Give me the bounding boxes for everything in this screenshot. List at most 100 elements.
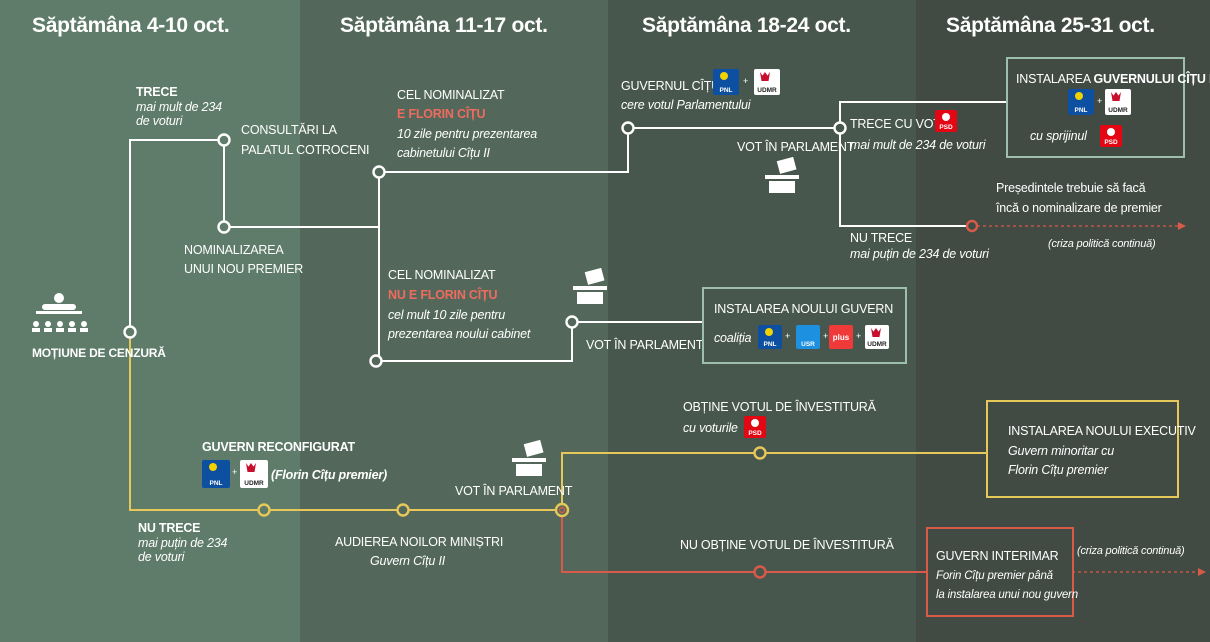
- arrow-head-2: [1198, 568, 1206, 576]
- ballot-box-icon: [765, 157, 799, 193]
- column-week-4: [916, 0, 1210, 642]
- node-obtine: [753, 446, 767, 460]
- nominalizat-citu-1: CEL NOMINALIZAT: [397, 88, 505, 102]
- line-trece-branch: [129, 139, 224, 332]
- plus-sign: +: [823, 331, 829, 341]
- reconfigurat-label: GUVERN RECONFIGURAT: [202, 440, 355, 454]
- instalare-citu-title: INSTALAREA GUVERNULUI CÎȚU II: [1016, 72, 1210, 86]
- nu-obtine-label: NU OBȚINE VOTUL DE ÎNVESTITURĂ: [680, 538, 894, 552]
- node-motiune: [123, 325, 137, 339]
- trece-label: TRECE: [136, 85, 178, 99]
- trece-vot-label: TRECE CU VOTUL: [850, 117, 957, 131]
- node-nu-trece-end: [965, 219, 979, 233]
- nominalizat-citu-2: E FLORIN CÎȚU: [397, 107, 486, 121]
- instalare-nou-title: INSTALAREA NOULUI GUVERN: [714, 302, 894, 316]
- node-audiere: [396, 503, 410, 517]
- node-nominalizat-citu: [372, 165, 386, 179]
- node-vot-alt: [565, 315, 579, 329]
- guvern-citu2-label: GUVERNUL CÎȚU II: [621, 79, 730, 93]
- nu-trece-sub: mai puțin de 234 de voturi: [850, 247, 989, 261]
- nu-trece-lower-sub-2: de voturi: [138, 550, 185, 564]
- executiv-box: INSTALAREA NOULUI EXECUTIV Guvern minori…: [986, 400, 1196, 498]
- pnl-logo: PNL: [202, 460, 230, 488]
- line-alt-nominee: [379, 321, 702, 362]
- nominalizat-alt-3: cel mult 10 zile pentru: [388, 308, 505, 322]
- pnl-logo: PNL: [1068, 89, 1094, 115]
- vot-parlament-lower: VOT ÎN PARLAMENT: [455, 484, 573, 498]
- nominalizat-alt-4: prezentarea noului cabinet: [388, 327, 531, 341]
- presedinte-1: Președintele trebuie să facă: [996, 181, 1146, 195]
- cere-vot-label: cere votul Parlamentului: [621, 98, 751, 112]
- citu-premier-label: (Florin Cîțu premier): [271, 468, 387, 482]
- plus-sign: +: [1097, 96, 1103, 106]
- presedinte-2: încă o nominalizare de premier: [996, 201, 1162, 215]
- usr-logo: USR: [796, 325, 820, 349]
- line-vot-to-executiv: [561, 452, 988, 510]
- nominalizat-citu-4: cabinetului Cîțu II: [397, 146, 490, 160]
- trece-sub-2: de voturi: [136, 114, 183, 128]
- plus-sign: +: [232, 467, 238, 477]
- plus-sign: +: [785, 331, 791, 341]
- plus-sign: +: [856, 331, 862, 341]
- psd-logo: PSD: [744, 416, 766, 438]
- criza-label-1: (criza politică continuă): [1048, 238, 1156, 250]
- interimar-sub-2: la instalarea unui nou guvern: [936, 589, 1078, 601]
- executiv-title: INSTALAREA NOULUI EXECUTIV: [1008, 424, 1196, 438]
- line-citu-to-guvern: [379, 127, 840, 173]
- instalare-citu-box: INSTALAREA GUVERNULUI CÎȚU II PNL + UDMR…: [1006, 57, 1210, 158]
- column-week-1: [0, 0, 300, 642]
- node-vot-parlament: [833, 121, 847, 135]
- nu-trece-lower-sub-1: mai puțin de 234: [138, 536, 228, 550]
- node-guvern-citu: [621, 121, 635, 135]
- udmr-logo: UDMR: [865, 325, 889, 349]
- nominalizat-alt-1: CEL NOMINALIZAT: [388, 268, 496, 282]
- interimar-box: GUVERN INTERIMAR Forin Cîțu premier până…: [926, 527, 1078, 617]
- trece-sub-1: mai mult de 234: [136, 100, 222, 114]
- cu-voturile-label: cu voturile: [683, 421, 738, 435]
- nominalizare-1: NOMINALIZAREA: [184, 243, 284, 257]
- vot-parlament-2: VOT ÎN PARLAMENT: [586, 338, 704, 352]
- audiere-sub: Guvern Cîțu II: [370, 554, 446, 568]
- psd-logo: PSD: [1100, 125, 1122, 147]
- plus-sign: +: [743, 76, 749, 86]
- line-nu-obtine: [561, 510, 928, 573]
- plus-logo: plus: [829, 325, 853, 349]
- nominalizat-alt-2: NU E FLORIN CÎȚU: [388, 288, 498, 302]
- arrow-head-1: [1178, 222, 1186, 230]
- consultari-1: CONSULTĂRI LA: [241, 123, 337, 137]
- line-nu-trece-branch: [129, 332, 562, 511]
- line-vot-to-install-citu: [839, 101, 1006, 128]
- node-nominalizat-alt: [369, 354, 383, 368]
- instalare-nou-box: INSTALAREA NOULUI GUVERN coaliția PNL + …: [702, 287, 907, 364]
- obtine-label: OBȚINE VOTUL DE ÎNVESTITURĂ: [683, 400, 876, 414]
- week-header-1: Săptămâna 4-10 oct.: [32, 14, 230, 37]
- udmr-logo: UDMR: [240, 460, 268, 488]
- parliament-icon: [32, 293, 88, 332]
- motion-label: MOȚIUNE DE CENZURĂ: [32, 346, 166, 360]
- node-consultari: [217, 133, 231, 147]
- executiv-sub-1: Guvern minoritar cu: [1008, 444, 1114, 458]
- trece-vot-sub: mai mult de 234 de voturi: [850, 138, 986, 152]
- column-week-2: [300, 0, 608, 642]
- udmr-logo: UDMR: [754, 69, 780, 95]
- coalitia-label: coaliția: [714, 331, 752, 345]
- ballot-box-icon: [512, 440, 546, 476]
- nu-trece-label: NU TRECE: [850, 231, 913, 245]
- nominalizare-2: UNUI NOU PREMIER: [184, 262, 304, 276]
- nominalizat-citu-3: 10 zile pentru prezentarea: [397, 127, 538, 141]
- vot-parlament-1: VOT ÎN PARLAMENT: [737, 140, 855, 154]
- pnl-logo: PNL: [713, 69, 739, 95]
- sprijin-label: cu sprijinul: [1030, 129, 1087, 143]
- nu-trece-lower: NU TRECE: [138, 521, 201, 535]
- ballot-box-icon: [573, 268, 607, 304]
- node-vot-investitura-inner: [558, 506, 566, 514]
- executiv-sub-2: Florin Cîțu premier: [1008, 463, 1108, 477]
- audiere-label: AUDIEREA NOILOR MINIȘTRI: [335, 535, 504, 549]
- node-nominalizare: [217, 220, 231, 234]
- node-vot-investitura: [554, 502, 570, 518]
- psd-logo: PSD: [935, 110, 957, 132]
- udmr-logo: UDMR: [1105, 89, 1131, 115]
- node-nu-obtine: [753, 565, 767, 579]
- interimar-title: GUVERN INTERIMAR: [936, 549, 1059, 563]
